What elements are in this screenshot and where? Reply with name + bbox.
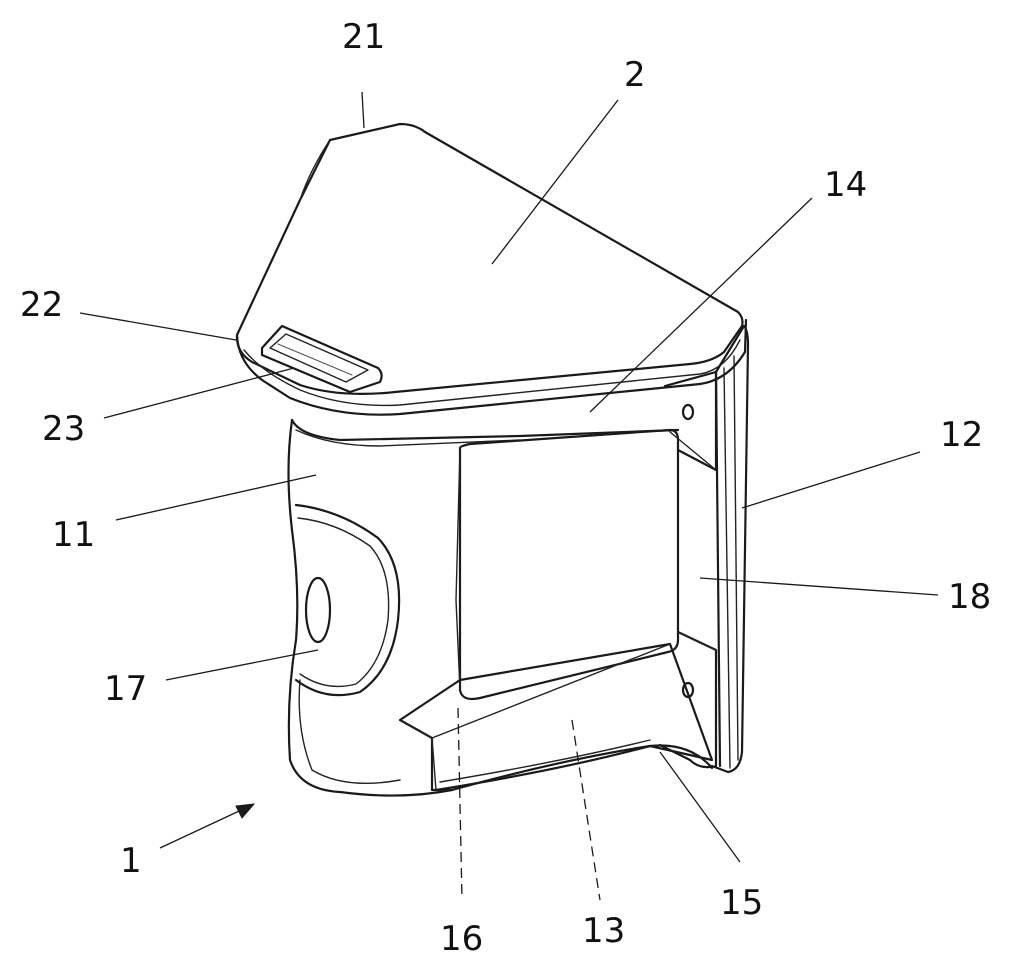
bottom-edge [434, 744, 714, 792]
leader-14 [589, 197, 813, 413]
leader-21 [361, 91, 365, 129]
side-plate-fold-top [669, 431, 717, 471]
bottom-edge-inner [439, 739, 651, 783]
right-flange-edge-2 [733, 355, 739, 761]
arrow-head-1 [235, 803, 256, 819]
lid-handle-shade [277, 343, 353, 376]
leader-1 [159, 804, 253, 849]
body-rim-inner [295, 429, 521, 447]
body-upper-rim [290, 418, 680, 442]
mounting-hole-bottom [681, 681, 695, 699]
lid-top-outline [235, 122, 744, 395]
left-side-wall [287, 418, 454, 797]
label-11: 11 [52, 515, 95, 555]
front-panel-outline [458, 428, 680, 701]
label-15: 15 [720, 883, 763, 923]
side-handle-hole [304, 576, 332, 644]
label-23: 23 [42, 409, 85, 449]
label-17: 17 [104, 669, 147, 709]
leader-22 [79, 312, 237, 341]
side-handle-outline [294, 503, 401, 697]
label-1: 1 [120, 841, 142, 881]
leader-12 [741, 451, 921, 509]
lid-inner-edge [243, 339, 741, 407]
left-wall-inner-curve [298, 679, 401, 784]
label-13: 13 [582, 911, 625, 951]
right-flange-edge [723, 367, 731, 769]
label-14: 14 [824, 165, 867, 205]
leader-17 [165, 649, 319, 681]
mounting-hole-top [681, 403, 695, 421]
leader-16 [457, 707, 463, 901]
leader-23 [103, 367, 295, 419]
leader-15 [659, 751, 741, 863]
lower-base-ridge [399, 643, 671, 739]
side-handle-inner [297, 517, 390, 688]
leader-11 [115, 474, 317, 521]
leader-2 [491, 99, 619, 265]
lid-handle-recess [260, 324, 383, 394]
container-body [287, 324, 750, 797]
leader-lines [79, 91, 939, 901]
lid-handle-inner [269, 333, 369, 383]
label-21: 21 [342, 17, 385, 57]
label-18: 18 [948, 577, 991, 617]
lid-corner-ridge [299, 139, 331, 201]
leader-18 [699, 577, 939, 596]
front-panel-inner-fold [455, 447, 461, 691]
label-22: 22 [20, 285, 63, 325]
label-12: 12 [940, 415, 983, 455]
lid [235, 122, 748, 416]
side-plate-fold-bottom [677, 631, 717, 651]
label-2: 2 [624, 55, 646, 95]
leader-13 [571, 719, 601, 901]
lower-base-front [431, 737, 437, 791]
side-plate [658, 370, 718, 769]
right-flange-outer [710, 324, 750, 774]
label-16: 16 [440, 919, 483, 959]
lid-front-edge [235, 318, 748, 416]
reference-numerals: 21 2 14 22 23 12 11 18 17 1 15 16 13 [20, 17, 991, 959]
